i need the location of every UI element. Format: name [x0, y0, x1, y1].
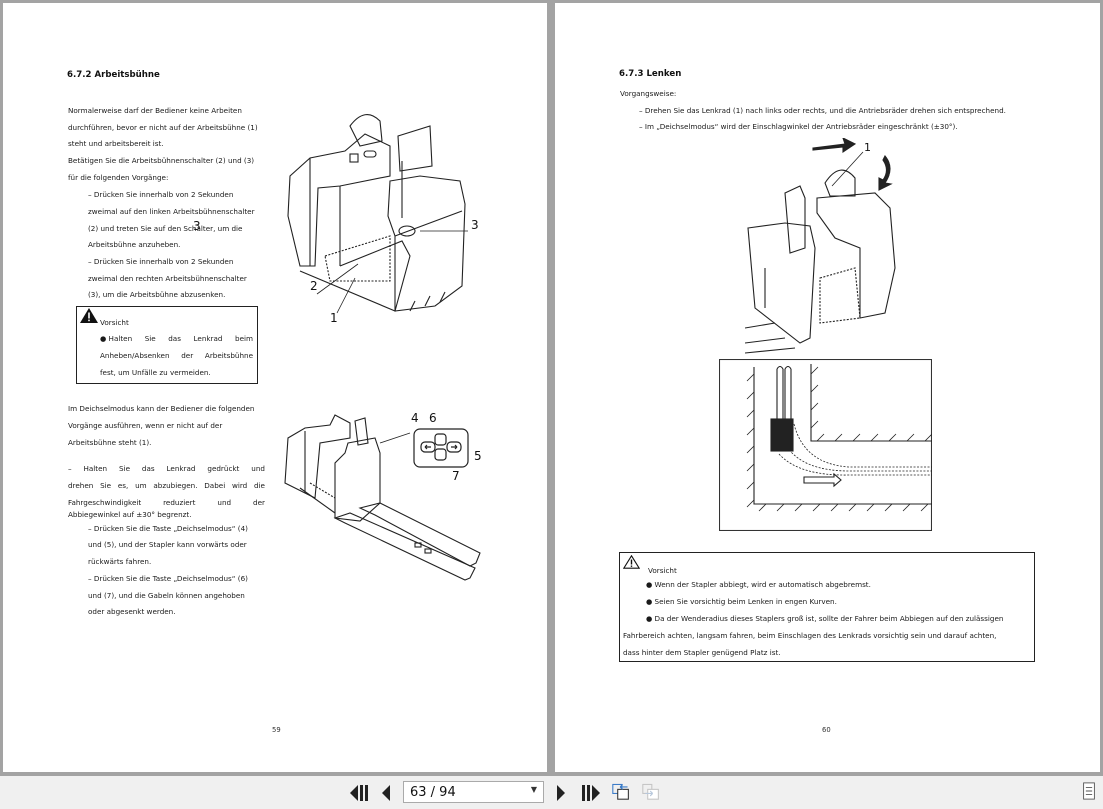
- document-properties-icon[interactable]: [1082, 782, 1096, 800]
- text-line: und (5), und der Stapler kann vorwärts o…: [88, 540, 247, 549]
- text-line: Betätigen Sie die Arbeitsbühnenschalter …: [68, 156, 255, 165]
- next-page-icon[interactable]: [555, 784, 567, 802]
- caution-title: Vorsicht: [648, 566, 677, 575]
- text-line: Vorgänge ausführen, wenn er nicht auf de…: [68, 421, 223, 430]
- callout-label: 1: [864, 141, 871, 154]
- text-line: Normalerweise darf der Bediener keine Ar…: [68, 106, 242, 115]
- text-line: steht und arbeitsbereit ist.: [68, 139, 164, 148]
- text-line: zweimal den rechten Arbeitsbühnenschalte…: [88, 274, 247, 283]
- pdf-page-60: 6.7.3 Lenken Vorgangsweise: – Drehen Sie…: [555, 3, 1100, 772]
- chevron-down-icon: ▼: [530, 785, 537, 794]
- text-line: Im Deichselmodus kann der Bediener die f…: [68, 404, 255, 413]
- text-line: Arbeitsbühne anzuheben.: [88, 240, 181, 249]
- go-back-view-icon[interactable]: [610, 782, 632, 800]
- truck-steering-illustration: [745, 138, 896, 354]
- callout-label: 5: [474, 449, 482, 463]
- caution-box: Vorsicht ● Wenn der Stapler abbiegt, wir…: [619, 552, 1035, 662]
- callout-label: 4: [411, 411, 419, 425]
- deichsel-button-panel-icon: [413, 428, 469, 468]
- list-item: – Im „Deichselmodus“ wird der Einschlagw…: [639, 122, 958, 131]
- section-heading: 6.7.3 Lenken: [619, 69, 682, 79]
- caution-title: Vorsicht: [100, 318, 129, 327]
- page-number-dropdown[interactable]: 63 / 94 ▼: [403, 781, 544, 803]
- warning-icon: [80, 308, 98, 323]
- callout-label: 3: [193, 219, 201, 233]
- text-line: dass hinter dem Stapler genügend Platz i…: [623, 648, 781, 657]
- pdf-page-59: 6.7.2 Arbeitsbühne Normalerweise darf de…: [3, 3, 547, 772]
- page-number: 60: [822, 726, 831, 734]
- text-line: Arbeitsbühne steht (1).: [68, 438, 152, 447]
- callout-label: 3: [471, 218, 479, 232]
- caution-line: fest, um Unfälle zu vermeiden.: [100, 368, 211, 377]
- callout-label: 1: [330, 311, 338, 325]
- previous-page-icon[interactable]: [380, 784, 392, 802]
- truck-platform-illustration: [287, 114, 468, 314]
- caution-bullet: ● Wenn der Stapler abbiegt, wird er auto…: [646, 580, 871, 589]
- text-line: und (7), und die Gabeln können angehoben: [88, 591, 245, 600]
- text-line: Vorgangsweise:: [620, 89, 677, 98]
- page-number: 59: [272, 726, 281, 734]
- list-item: – Drücken Sie die Taste „Deichselmodus“ …: [88, 574, 248, 583]
- pdf-viewer-toolbar: 63 / 94 ▼: [0, 776, 1103, 809]
- callout-label: 2: [310, 279, 318, 293]
- text-line: oder abgesenkt werden.: [88, 607, 176, 616]
- caution-bullet: ● Da der Wenderadius dieses Staplers gro…: [646, 614, 1004, 623]
- turning-radius-diagram: [719, 359, 932, 531]
- first-page-icon[interactable]: [349, 784, 369, 802]
- callout-label: 7: [452, 469, 460, 483]
- text-line: (2) und treten Sie auf den Schalter, um …: [88, 224, 243, 233]
- list-item: – Drücken Sie innerhalb von 2 Sekunden: [88, 257, 234, 266]
- last-page-icon[interactable]: [581, 784, 601, 802]
- text-line: (3), um die Arbeitsbühne abzusenken.: [88, 290, 226, 299]
- caution-bullet: ● Seien Sie vorsichtig beim Lenken in en…: [646, 597, 837, 606]
- text-line: für die folgenden Vorgänge:: [68, 173, 169, 182]
- list-item: – Drücken Sie die Taste „Deichselmodus“ …: [88, 524, 248, 533]
- text-line: zweimal auf den linken Arbeitsbühnenscha…: [88, 207, 255, 216]
- list-item: – Drehen Sie das Lenkrad (1) nach links …: [639, 106, 1006, 115]
- text-line: Fahrbereich achten, langsam fahren, beim…: [623, 631, 997, 640]
- text-line: durchführen, bevor er nicht auf der Arbe…: [68, 123, 258, 132]
- text-line: rückwärts fahren.: [88, 557, 152, 566]
- text-line: Abbiegewinkel auf ±30° begrenzt.: [68, 510, 192, 519]
- section-heading: 6.7.2 Arbeitsbühne: [67, 70, 160, 80]
- callout-label: 6: [429, 411, 437, 425]
- page-indicator: 63 / 94: [410, 785, 456, 800]
- truck-forks-illustration: [284, 414, 481, 581]
- warning-icon: [623, 555, 640, 569]
- list-item: – Drücken Sie innerhalb von 2 Sekunden: [88, 190, 234, 199]
- go-forward-view-icon[interactable]: [640, 782, 662, 800]
